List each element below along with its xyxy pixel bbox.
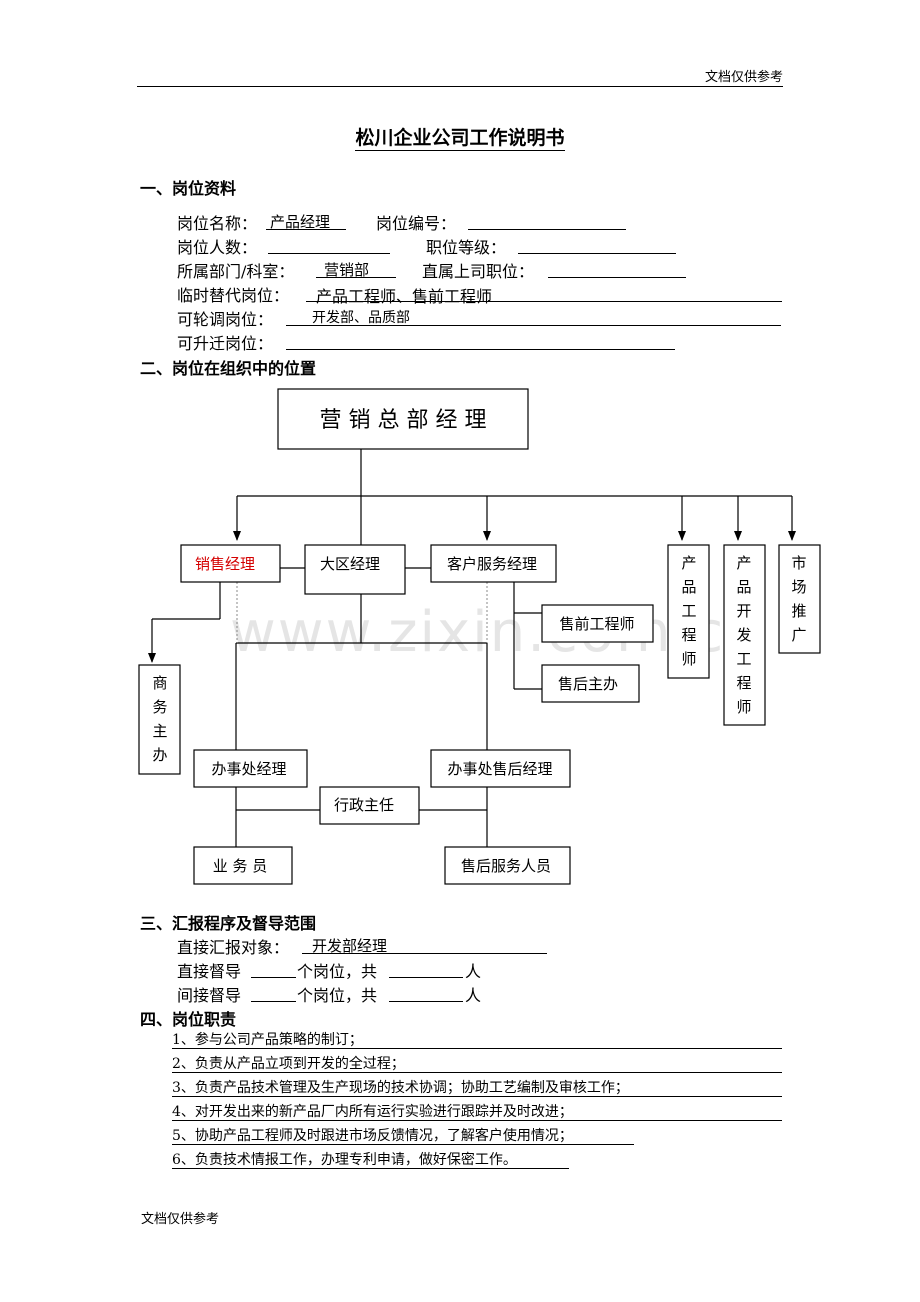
section1-heading: 一、岗位资料 (140, 179, 237, 198)
post-name-label: 岗位名称： (177, 214, 258, 233)
duty-item: 5、协助产品工程师及时跟进市场反馈情况，了解客户使用情况； (172, 1125, 634, 1145)
org-dev-engineer: 产品开发工程师 (736, 554, 751, 716)
org-aftersales-admin: 售后主办 (558, 675, 618, 693)
direct-positions-blank (251, 959, 296, 978)
direct-unit: 人 (465, 962, 482, 981)
document-title-text: 松川企业公司工作说明书 (355, 127, 565, 151)
indirect-supervise-label: 间接督导 (177, 986, 242, 1005)
headcount-label: 岗位人数： (177, 238, 258, 257)
promotion-label: 可升迁岗位： (177, 334, 274, 353)
headcount-blank (268, 235, 390, 254)
section3-heading: 三、汇报程序及督导范围 (140, 914, 317, 933)
org-labels: 营 销 总 部 经 理 销售经理 大区经理 客户服务经理 售前工程师 售后主办 … (152, 408, 806, 875)
superior-blank (548, 259, 686, 278)
direct-people-blank (389, 959, 463, 978)
org-office-manager: 办事处经理 (211, 760, 286, 778)
org-presales: 售前工程师 (559, 615, 634, 633)
indirect-mid-text: 个岗位，共 (297, 986, 378, 1005)
org-admin-supervisor: 行政主任 (334, 796, 394, 814)
report-label: 直接汇报对象： (177, 938, 290, 957)
duty-item: 6、负责技术情报工作，办理专利申请，做好保密工作。 (172, 1149, 569, 1169)
org-region-manager: 大区经理 (320, 555, 380, 573)
indirect-positions-blank (251, 983, 296, 1002)
indirect-unit: 人 (465, 986, 482, 1005)
direct-mid-text: 个岗位，共 (297, 962, 378, 981)
header-rule (137, 86, 783, 87)
org-salesperson: 业 务 员 (213, 857, 268, 875)
post-no-label: 岗位编号： (376, 214, 457, 233)
dept-label: 所属部门/科室： (177, 262, 295, 281)
org-chart: 营 销 总 部 经 理 销售经理 大区经理 客户服务经理 售前工程师 售后主办 … (138, 388, 821, 885)
org-office-aftersales-manager: 办事处售后经理 (447, 760, 552, 778)
post-name-value: 产品经理 (266, 211, 346, 231)
duty-item: 2、负责从产品立项到开发的全过程； (172, 1053, 782, 1073)
org-business-admin: 商务主办 (152, 674, 167, 764)
post-no-blank (468, 211, 626, 230)
rotation-label: 可轮调岗位： (177, 310, 274, 329)
substitute-value: 产品工程师、售前工程师 (306, 283, 782, 306)
duty-item: 1、参与公司产品策略的制订； (172, 1029, 782, 1049)
org-sales-manager: 销售经理 (195, 555, 255, 573)
grade-blank (518, 235, 676, 254)
promotion-blank (286, 331, 675, 350)
substitute-label: 临时替代岗位： (177, 286, 290, 305)
header-note: 文档仅供参考 (704, 70, 783, 85)
section2-heading: 二、岗位在组织中的位置 (140, 359, 317, 378)
direct-supervise-label: 直接督导 (177, 962, 242, 981)
dept-value: 营销部 (316, 259, 396, 279)
report-value: 开发部经理 (302, 935, 547, 955)
superior-label: 直属上司职位： (422, 262, 535, 281)
duty-item: 4、对开发出来的新产品厂内所有运行实验进行跟踪并及时改进； (172, 1101, 782, 1121)
duty-item: 3、负责产品技术管理及生产现场的技术协调；协助工艺编制及审核工作； (172, 1077, 782, 1097)
org-marketing: 市场推广 (791, 554, 806, 644)
org-service-staff: 售后服务人员 (461, 857, 551, 875)
indirect-people-blank (389, 983, 463, 1002)
org-product-engineer: 产品工程师 (681, 554, 696, 668)
grade-label: 职位等级： (426, 238, 507, 257)
section4-heading: 四、岗位职责 (140, 1010, 237, 1029)
org-boxes (138, 388, 821, 885)
footer-note: 文档仅供参考 (141, 1212, 220, 1227)
org-cs-manager: 客户服务经理 (447, 555, 537, 573)
document-title: 松川企业公司工作说明书 (0, 123, 920, 151)
org-top: 营 销 总 部 经 理 (320, 408, 487, 433)
rotation-value: 开发部、品质部 (286, 307, 781, 326)
org-connectors (148, 449, 796, 847)
